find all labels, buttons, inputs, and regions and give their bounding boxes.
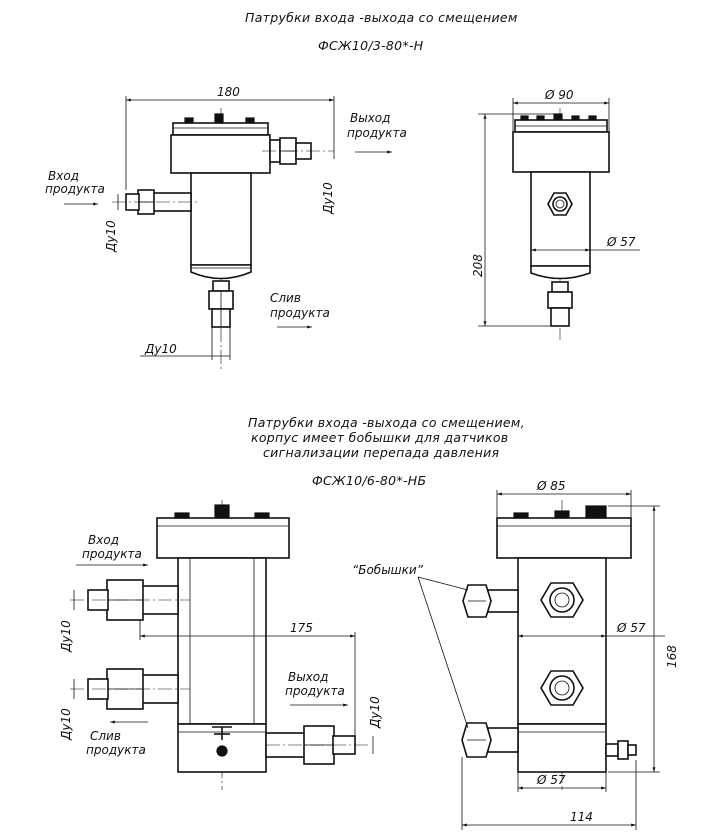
bottom-left-filter-view: [70, 500, 370, 790]
bottom-dim-phi-body: Ø 57: [616, 621, 646, 635]
bottom-right-filter-view: [461, 500, 637, 790]
top-inlet-label-2: продукта: [45, 182, 105, 196]
top-drain-label-1: Слив: [270, 291, 301, 305]
top-inlet-label-1: Вход: [48, 169, 79, 183]
bottom-title-line-2: корпус имеет бобышки для датчиков: [251, 430, 508, 445]
bottom-outlet-label-2: продукта: [285, 684, 345, 698]
bottom-dim-phi-base: Ø 57: [536, 773, 566, 787]
bottom-model: ФСЖ10/6-80*-НБ: [312, 473, 426, 488]
top-dim-phi-body: Ø 57: [606, 235, 636, 249]
bottom-dim-height: 168: [665, 645, 679, 668]
top-dim-dy-right: Ду10: [321, 182, 335, 215]
bottom-left-labels: Вход продукта Выход продукта Слив продук…: [76, 533, 348, 757]
top-dim-phi-top: Ø 90: [544, 88, 574, 102]
bottom-dim-phi-top: Ø 85: [536, 479, 566, 493]
top-right-filter-view: [512, 108, 610, 340]
bosses-label: “Бобышки”: [352, 563, 424, 577]
bottom-inlet-label-1: Вход: [88, 533, 119, 547]
bottom-right-labels: “Бобышки”: [352, 563, 469, 729]
bottom-dim-width: 175: [290, 621, 313, 635]
bottom-left-dimensions: Ду10 Ду10 175 Ду10: [59, 590, 382, 754]
top-title: Патрубки входа -выхода со смещением: [245, 10, 518, 25]
top-model: ФСЖ10/3-80*-Н: [318, 38, 424, 53]
bottom-title-line-1: Патрубки входа -выхода со смещением,: [248, 415, 525, 430]
bottom-dim-base-width: 114: [570, 810, 593, 824]
top-left-filter-view: [112, 108, 334, 370]
bottom-drain-label-2: продукта: [86, 743, 146, 757]
bottom-dim-dy-lower: Ду10: [59, 708, 73, 741]
bottom-dim-dy-upper: Ду10: [59, 620, 73, 653]
top-dim-dy-bottom: Ду10: [144, 342, 177, 356]
top-left-labels: Вход продукта Выход продукта Слив продук…: [45, 111, 407, 329]
top-dim-width: 180: [217, 85, 240, 99]
bottom-dim-dy-right: Ду10: [368, 696, 382, 729]
top-drain-label-2: продукта: [270, 306, 330, 320]
bottom-drain-label-1: Слив: [90, 729, 121, 743]
top-right-dimensions: Ø 90 Ø 57 208: [471, 88, 640, 327]
top-dim-dy-left: Ду10: [104, 220, 118, 253]
top-outlet-label-1: Выход: [350, 111, 390, 125]
bottom-inlet-label-2: продукта: [82, 547, 142, 561]
top-outlet-label-2: продукта: [347, 126, 407, 140]
bottom-right-dimensions: Ø 85 Ø 57 Ø 57 168 114: [461, 479, 679, 830]
bottom-title-line-3: сигнализации перепада давления: [263, 445, 499, 460]
top-dim-height: 208: [471, 254, 485, 277]
top-left-dimensions: 180 Ду10 Ду10 Ду10: [104, 85, 335, 360]
bottom-outlet-label-1: Выход: [288, 670, 328, 684]
